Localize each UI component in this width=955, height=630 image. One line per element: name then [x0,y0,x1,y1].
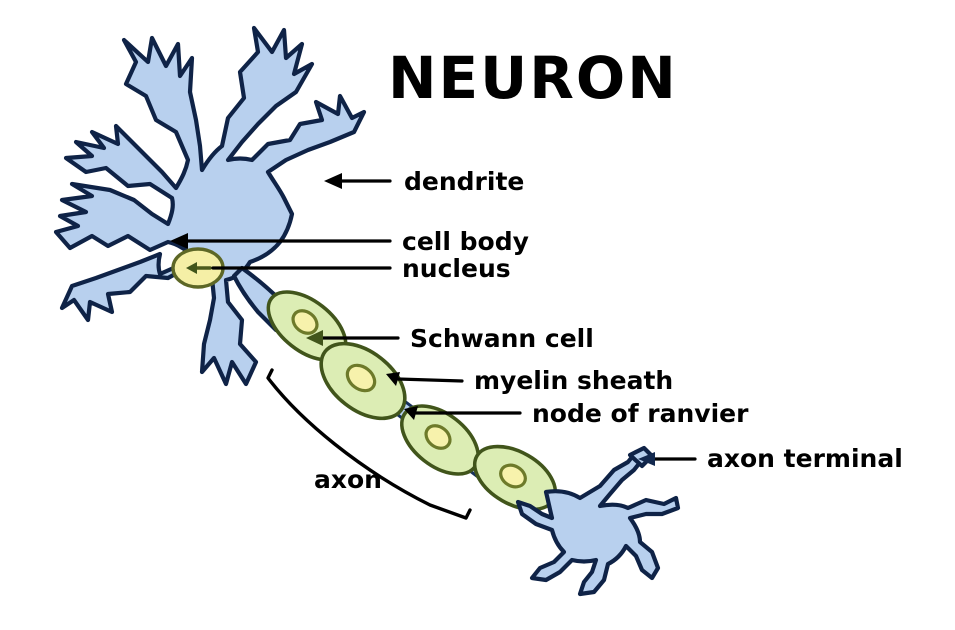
myelinated-axon [266,290,558,512]
leader-line-myelin-sheath [396,377,464,383]
label-cell-body: cell body [402,227,529,256]
arrowhead-node-of-ranvier [404,406,418,420]
nucleus-inner-arrow-icon [186,262,212,274]
schwann-cell-2 [319,341,407,421]
label-axon: axon [314,465,382,494]
label-node-of-ranvier: node of ranvier [532,399,749,428]
label-axon-terminal: axon terminal [707,444,903,473]
label-dendrite: dendrite [404,167,524,196]
axon-bracket-curve [266,368,472,520]
axon-bracket [266,368,472,520]
axon-terminal-shape [515,449,681,597]
label-nucleus: nucleus [402,254,511,283]
arrowhead-dendrite [324,173,342,189]
axon-terminal-branches [515,445,681,597]
leader-lines [170,173,697,466]
diagram-title: NEURON [388,44,678,112]
arrowhead-myelin-sheath [386,372,400,386]
dendrite-tree-shape [53,25,367,387]
arrowhead-cell-body [170,233,188,249]
label-myelin-sheath: myelin sheath [474,366,673,395]
arrowhead-axon-terminal [638,452,655,466]
label-schwann-cell: Schwann cell [410,324,594,353]
arrowhead-schwann-cell [306,330,323,346]
